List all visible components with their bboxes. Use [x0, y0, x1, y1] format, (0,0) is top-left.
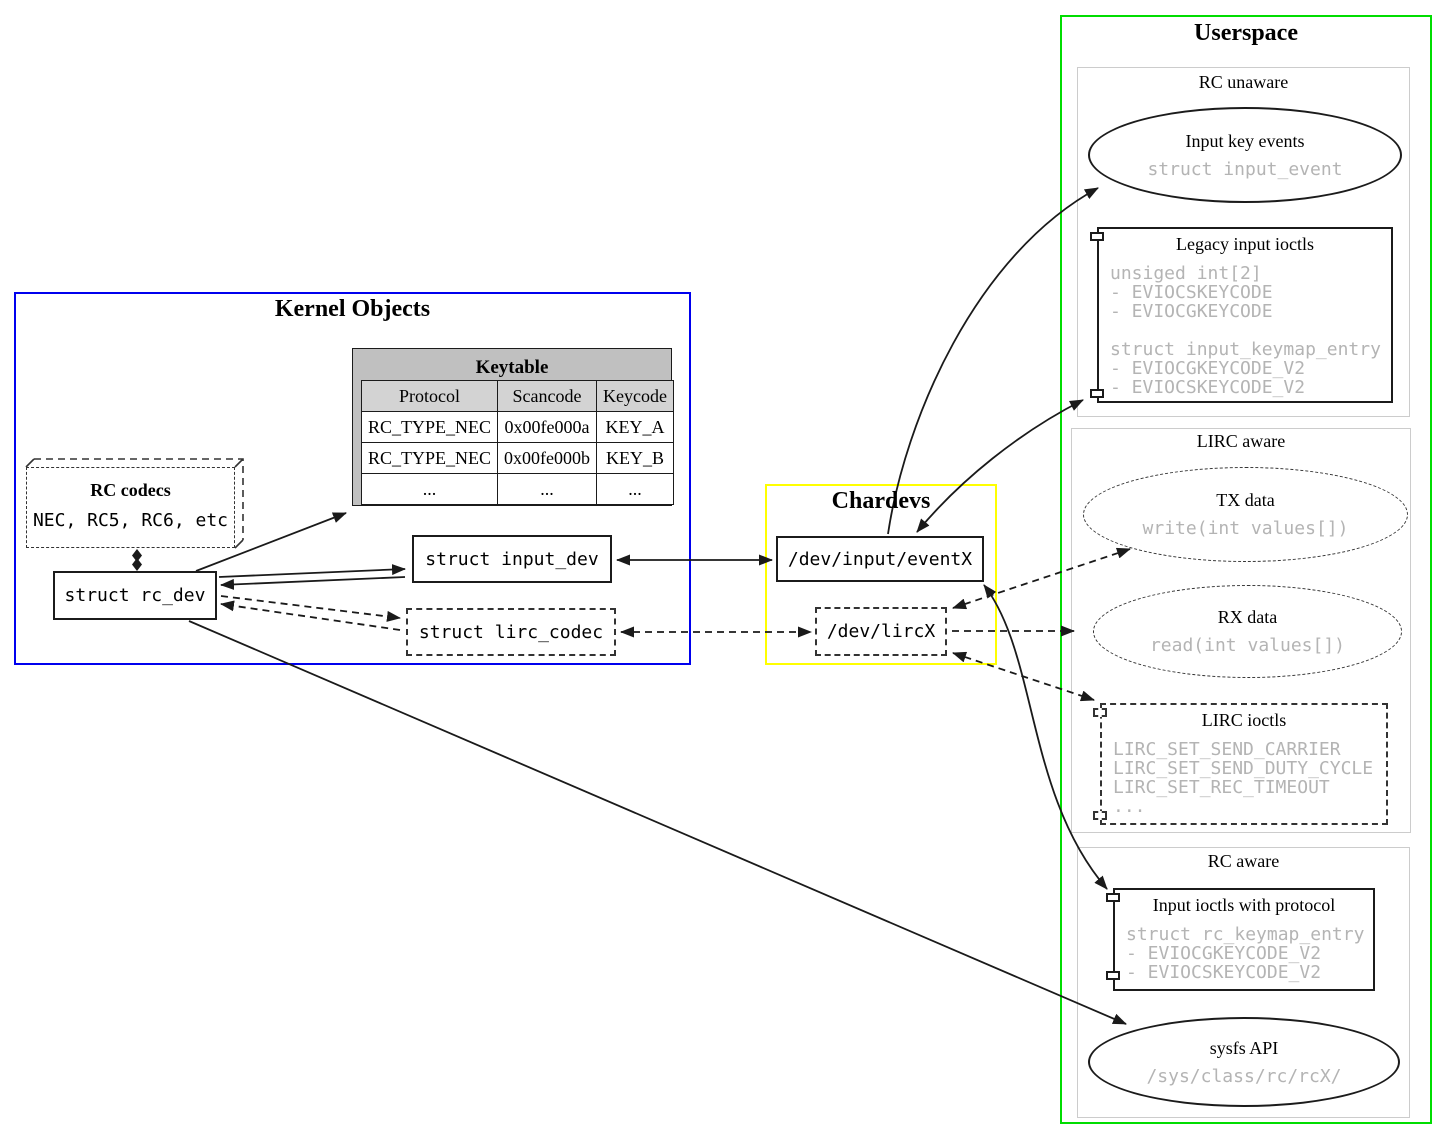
sysfs-api-node: sysfs API /sys/class/rc/rcX/	[1088, 1017, 1400, 1107]
input-ioctls-protocol-node: Input ioctls with protocol struct rc_key…	[1106, 888, 1375, 991]
edge-rcdev-lirccodec	[220, 595, 401, 622]
code-line: - EVIOCGKEYCODE	[1110, 301, 1273, 322]
input-ioctls-protocol-lines: struct rc_keymap_entry - EVIOCGKEYCODE_V…	[1115, 925, 1373, 982]
dev-lircx-node: /dev/lircX	[815, 607, 947, 656]
rc-aware-cluster	[1077, 847, 1410, 1118]
keytable-cell: RC_TYPE_NEC	[360, 442, 499, 474]
keytable-row: ... ... ...	[360, 473, 674, 505]
keytable-cell: KEY_B	[596, 442, 674, 474]
component-notch	[1106, 971, 1120, 980]
sysfs-api-title: sysfs API	[1209, 1037, 1279, 1058]
code-line: struct input_keymap_entry	[1110, 339, 1381, 360]
keytable-row: RC_TYPE_NEC 0x00fe000a KEY_A	[360, 411, 674, 443]
edge-lirccodec-rcdev	[220, 600, 401, 631]
tx-data-code: write(int values[])	[1142, 518, 1349, 539]
legacy-input-ioctls-lines: unsiged int[2] - EVIOCSKEYCODE - EVIOCGK…	[1099, 264, 1391, 397]
rc-codecs-stack-lines	[25, 458, 244, 549]
lirc-ioctls-node: LIRC ioctls LIRC_SET_SEND_CARRIER LIRC_S…	[1093, 703, 1388, 825]
lirc-aware-label: LIRC aware	[1196, 431, 1286, 451]
code-line: - EVIOCSKEYCODE	[1110, 282, 1273, 303]
keytable-header-cell: Keycode	[596, 380, 674, 412]
code-line: unsiged int[2]	[1110, 263, 1262, 284]
input-key-events-node: Input key events struct input_event	[1088, 107, 1402, 203]
keytable-header-cell: Scancode	[497, 380, 597, 412]
edge-rcdev-sysfs	[188, 620, 1127, 1025]
edge-eventx-inputioctls	[983, 584, 1108, 890]
component-notch	[1106, 893, 1120, 902]
dev-input-eventx-node: /dev/input/eventX	[776, 536, 984, 582]
lirc-ioctls-lines: LIRC_SET_SEND_CARRIER LIRC_SET_SEND_DUTY…	[1102, 740, 1386, 816]
keytable-cell: ...	[596, 473, 674, 505]
legacy-input-ioctls-node: Legacy input ioctls unsiged int[2] - EVI…	[1090, 227, 1393, 403]
rc-aware-label: RC aware	[1207, 851, 1280, 871]
edge-rcdev-inputdev	[218, 564, 406, 578]
keytable-cell: RC_TYPE_NEC	[360, 411, 499, 443]
rc-codecs-node: RC codecs NEC, RC5, RC6, etc	[26, 467, 235, 548]
keytable-table: Protocol Scancode Keycode RC_TYPE_NEC 0x…	[360, 380, 674, 505]
input-dev-node: struct input_dev	[412, 535, 612, 583]
lirc-ioctls-title: LIRC ioctls	[1201, 710, 1287, 730]
keytable-cell: ...	[360, 473, 499, 505]
rc-codecs-list: NEC, RC5, RC6, etc	[32, 510, 229, 531]
rc-dev-node: struct rc_dev	[53, 571, 217, 620]
component-notch	[1093, 708, 1107, 717]
sysfs-api-code: /sys/class/rc/rcX/	[1146, 1065, 1342, 1087]
rx-data-node: RX data read(int values[])	[1093, 585, 1402, 678]
edge-rcdev-keytable	[195, 512, 347, 572]
rc-unaware-cluster	[1077, 67, 1410, 417]
keytable-row: RC_TYPE_NEC 0x00fe000b KEY_B	[360, 442, 674, 474]
input-key-events-title: Input key events	[1185, 130, 1305, 151]
keytable-cell: 0x00fe000b	[497, 442, 597, 474]
chardevs-title: Chardevs	[831, 488, 931, 514]
keytable-cell: ...	[497, 473, 597, 505]
kernel-objects-cluster	[14, 292, 691, 665]
code-line	[1110, 321, 1391, 340]
keytable-header-cell: Protocol	[360, 380, 499, 412]
code-line: LIRC_SET_SEND_DUTY_CYCLE	[1113, 758, 1374, 779]
rx-data-title: RX data	[1217, 607, 1278, 627]
legacy-input-ioctls-title: Legacy input ioctls	[1176, 234, 1314, 254]
code-line: - EVIOCGKEYCODE_V2	[1126, 943, 1322, 964]
lirc-codec-node: struct lirc_codec	[406, 608, 616, 656]
edge-eventx-inputkeyevents	[887, 187, 1099, 535]
tx-data-node: TX data write(int values[])	[1083, 467, 1408, 562]
component-notch	[1090, 232, 1104, 241]
edge-inputdev-rcdev	[220, 576, 406, 590]
keytable-header-row: Protocol Scancode Keycode	[360, 380, 674, 412]
userspace-title: Userspace	[1194, 20, 1298, 46]
keytable-node: Keytable Protocol Scancode Keycode RC_TY…	[352, 348, 674, 506]
component-notch	[1093, 811, 1107, 820]
rx-data-code: read(int values[])	[1149, 635, 1346, 656]
rc-unaware-label: RC unaware	[1198, 72, 1289, 92]
keytable-title: Keytable	[475, 357, 549, 378]
component-notch	[1090, 389, 1104, 398]
input-ioctls-protocol-title: Input ioctls with protocol	[1152, 895, 1336, 915]
rc-codecs-title: RC codecs	[90, 480, 171, 500]
keytable-cell: KEY_A	[596, 411, 674, 443]
code-line: - EVIOCSKEYCODE_V2	[1110, 377, 1306, 398]
code-line: struct rc_keymap_entry	[1126, 924, 1365, 945]
edge-lircx-lircioctls	[952, 651, 1095, 702]
input-key-events-code: struct input_event	[1147, 158, 1343, 180]
code-line: - EVIOCSKEYCODE_V2	[1126, 962, 1322, 983]
edge-eventx-legacyioctls	[916, 399, 1084, 533]
kernel-objects-title: Kernel Objects	[274, 296, 431, 322]
tx-data-title: TX data	[1216, 490, 1275, 510]
code-line: LIRC_SET_SEND_CARRIER	[1113, 739, 1341, 760]
code-line: LIRC_SET_REC_TIMEOUT	[1113, 777, 1330, 798]
keytable-cell: 0x00fe000a	[497, 411, 597, 443]
code-line: ...	[1113, 796, 1146, 817]
code-line: - EVIOCGKEYCODE_V2	[1110, 358, 1306, 379]
